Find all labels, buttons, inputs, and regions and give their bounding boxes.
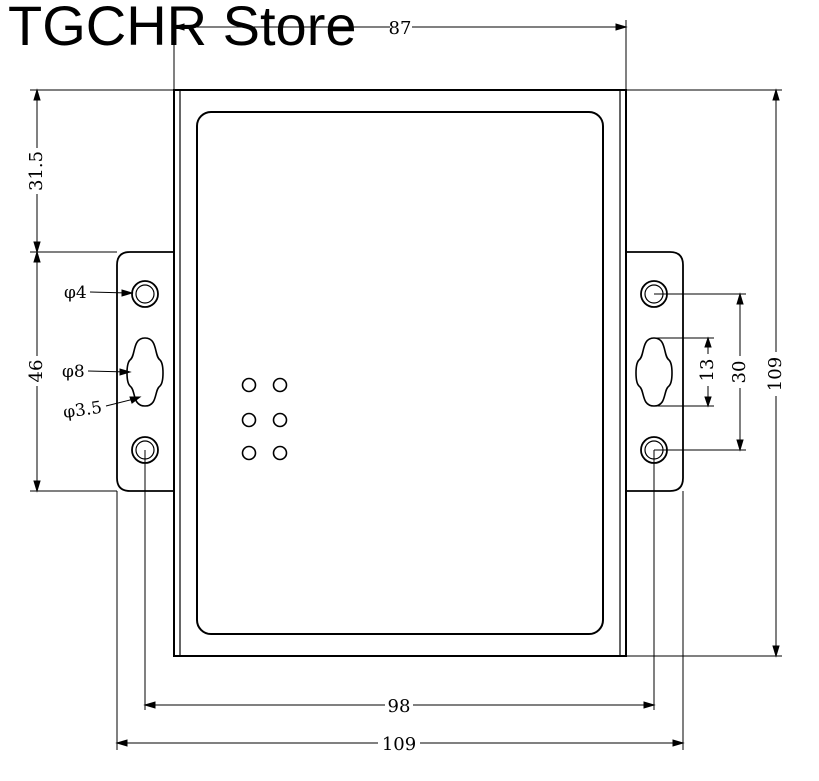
enclosure-body [173, 89, 627, 657]
dimension-overall-height [626, 88, 782, 658]
dimension-flange-span [30, 250, 117, 493]
dimension-label-top-offset: 31.5 [26, 151, 47, 191]
callout-leaders [87, 289, 142, 407]
callout-slot-inner: φ3.5 [62, 398, 103, 423]
dimension-overall-width [115, 491, 685, 750]
indicator-holes [241, 377, 288, 461]
dimension-top-width [172, 20, 628, 90]
dimension-label-overall-height: 109 [765, 357, 786, 391]
callout-slot-outer: φ8 [62, 362, 85, 382]
dimension-label-overall-width: 109 [382, 734, 416, 755]
dimension-slot-length [654, 336, 714, 408]
dimension-label-hole-pitch: 30 [729, 361, 750, 384]
dimension-label-slot-length: 13 [697, 359, 718, 382]
dimension-label-flange-span: 46 [26, 360, 47, 383]
dimension-hole-spacing [143, 450, 656, 710]
dimension-label-top-width: 87 [389, 18, 412, 39]
dimension-top-offset [30, 88, 174, 254]
callout-hole-diameter: φ4 [64, 283, 87, 303]
dimension-hole-pitch [654, 292, 746, 452]
dimension-label-hole-spacing: 98 [388, 696, 411, 717]
